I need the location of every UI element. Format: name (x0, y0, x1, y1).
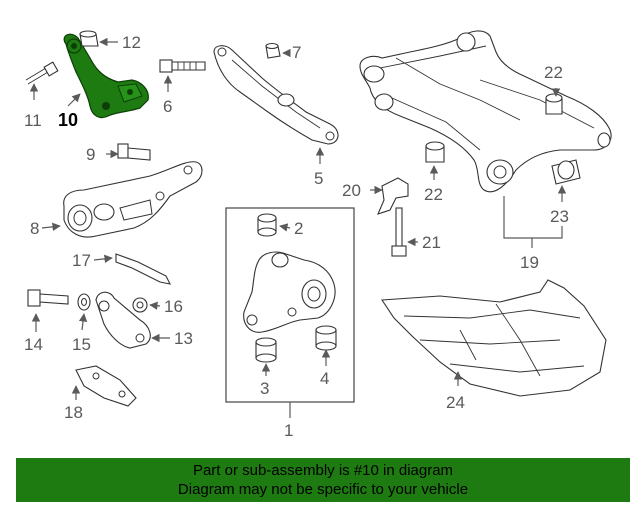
callout-19: 19 (520, 253, 539, 272)
callout-10: 10 (58, 110, 78, 130)
part-15-washer (77, 293, 91, 311)
callout-labels: 12 11 10 6 7 5 9 8 17 14 15 16 13 18 2 3… (24, 33, 569, 440)
part-8-lower-arm (63, 161, 203, 238)
callout-13: 13 (174, 329, 193, 348)
part-22-bushing-upper (545, 93, 563, 115)
part-12-bushing (79, 30, 99, 47)
part-6-bolt (159, 59, 206, 73)
part-2-bushing (257, 213, 277, 237)
part-4-bushing (315, 325, 337, 351)
callout-5: 5 (314, 169, 323, 188)
part-22-bushing-lower (425, 141, 445, 163)
part-24-underbody-shield (381, 279, 607, 397)
callout-23: 23 (550, 207, 569, 226)
part-19-subframe (359, 30, 612, 193)
callout-9: 9 (86, 145, 95, 164)
part-21-bolt (391, 207, 407, 257)
part-14-bolt (27, 289, 69, 307)
callout-7: 7 (292, 43, 301, 62)
callout-22-lower: 22 (424, 185, 443, 204)
callout-15: 15 (72, 335, 91, 354)
parts-diagram: 12 11 10 6 7 5 9 8 17 14 15 16 13 18 2 3… (24, 30, 612, 440)
part-info-banner: Part or sub-assembly is #10 in diagram D… (16, 458, 630, 502)
callout-8: 8 (30, 219, 39, 238)
part-9-bolt (117, 143, 151, 161)
callout-14: 14 (24, 335, 43, 354)
callout-24: 24 (446, 393, 465, 412)
callout-12: 12 (122, 33, 141, 52)
part-16-nut (132, 297, 148, 313)
callout-1: 1 (284, 421, 293, 440)
callout-4: 4 (320, 369, 329, 388)
callout-6: 6 (163, 97, 172, 116)
part-13-link (95, 291, 151, 349)
part-17-bracket (115, 253, 171, 285)
callout-11: 11 (24, 111, 42, 130)
callout-17: 17 (72, 251, 91, 270)
part-20-bracket (377, 177, 409, 215)
callout-22-upper: 22 (544, 63, 563, 82)
part-1-knuckle (243, 251, 336, 333)
callout-leaders (29, 37, 567, 418)
callout-2: 2 (294, 219, 303, 238)
callout-18: 18 (64, 403, 83, 422)
part-7-nut (265, 42, 281, 59)
callout-21: 21 (422, 233, 441, 252)
banner-line-1: Part or sub-assembly is #10 in diagram (192, 462, 454, 479)
part-11-bolt (25, 61, 59, 85)
part-3-bushing (255, 337, 277, 363)
part-10-control-arm[interactable] (63, 33, 149, 119)
part-5-arm (213, 45, 339, 145)
part-23-bushing (551, 159, 581, 185)
callout-3: 3 (260, 379, 269, 398)
banner-line-2: Diagram may not be specific to your vehi… (177, 481, 469, 498)
part-18-bracket (75, 365, 137, 407)
callout-20: 20 (342, 181, 361, 200)
callout-16: 16 (164, 297, 183, 316)
